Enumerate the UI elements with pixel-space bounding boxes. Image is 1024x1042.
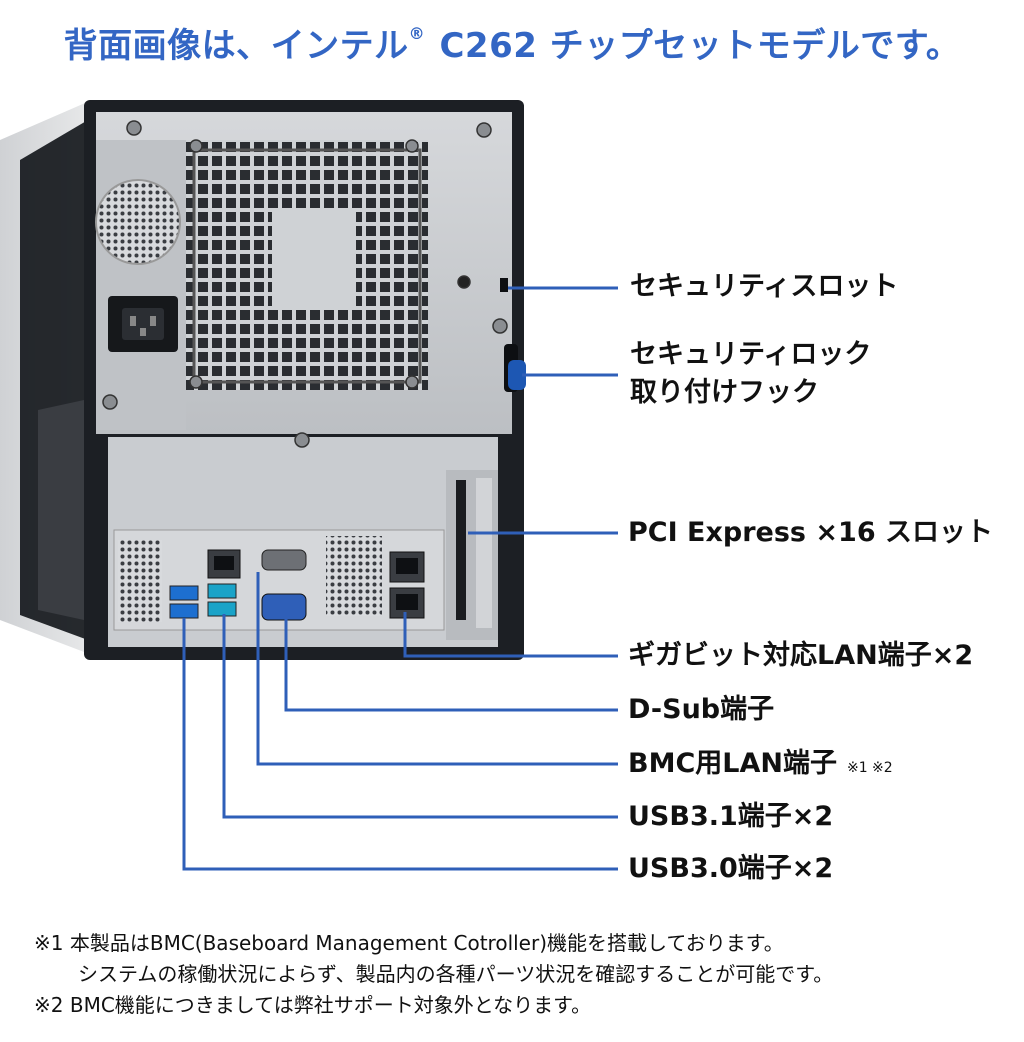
pcie-slot-text: PCI Express ×16 スロット xyxy=(628,517,994,548)
dsub-text: D-Sub端子 xyxy=(628,694,775,725)
leader-bmc-lan xyxy=(256,572,618,766)
footnote-1-mark: ※1 xyxy=(34,931,64,955)
leader-usb31 xyxy=(222,614,618,819)
io-shield xyxy=(113,529,445,631)
psu-area xyxy=(95,140,186,430)
security-lock-text-line1: セキュリティロック xyxy=(630,339,872,370)
registered-mark: ® xyxy=(408,24,426,43)
leader-dsub xyxy=(284,618,618,712)
usb31-text: USB3.1端子×2 xyxy=(628,801,834,832)
footnote-2: ※2 BMC機能につきましては弊社サポート対象外となります。 xyxy=(34,990,833,1021)
label-usb30: USB3.0端子×2 xyxy=(628,850,833,888)
leader-usb30 xyxy=(182,618,618,871)
bmc-lan-text: BMC用LAN端子 xyxy=(628,748,837,779)
label-bmc-lan: BMC用LAN端子 ※1 ※2 xyxy=(628,745,893,787)
page-title: 背面画像は、インテル® C262 チップセットモデルです。 xyxy=(0,18,1024,67)
footnote-1-text: 本製品はBMC(Baseboard Management Cotroller)機… xyxy=(69,931,784,955)
gigabit-lan-text: ギガビット対応LAN端子×2 xyxy=(628,640,974,671)
footnote-1-continued: システムの稼働状況によらず、製品内の各種パーツ状況を確認することが可能です。 xyxy=(34,959,833,990)
chassis-side xyxy=(0,100,92,655)
security-slot-shape xyxy=(500,278,508,292)
label-security-slot: セキュリティスロット xyxy=(630,268,898,306)
label-usb31: USB3.1端子×2 xyxy=(628,798,833,836)
label-security-lock-hook: セキュリティロック 取り付けフック xyxy=(630,336,871,412)
label-dsub: D-Sub端子 xyxy=(628,691,774,729)
footnote-2-mark: ※2 xyxy=(34,993,64,1017)
security-slot-text: セキュリティスロット xyxy=(630,271,899,302)
footnote-1b-text: システムの稼働状況によらず、製品内の各種パーツ状況を確認することが可能です。 xyxy=(78,962,834,986)
label-gigabit-lan: ギガビット対応LAN端子×2 xyxy=(628,637,973,675)
footnote-1: ※1 本製品はBMC(Baseboard Management Cotrolle… xyxy=(34,928,833,959)
label-pcie-slot: PCI Express ×16 スロット xyxy=(628,514,993,552)
title-prefix: 背面画像は、インテル xyxy=(63,26,409,66)
footnote-2-text: BMC機能につきましては弊社サポート対象外となります。 xyxy=(69,993,592,1017)
leader-gigabit-lan xyxy=(403,612,618,658)
title-suffix: C262 チップセットモデルです。 xyxy=(427,26,961,66)
usb30-text: USB3.0端子×2 xyxy=(628,853,834,884)
security-lock-text-line2: 取り付けフック xyxy=(630,377,819,408)
security-lock-hook-shape xyxy=(504,344,526,392)
fan-grill xyxy=(186,140,428,390)
pcie-bracket xyxy=(446,470,498,640)
footnotes: ※1 本製品はBMC(Baseboard Management Cotrolle… xyxy=(34,928,833,1021)
leader-lines xyxy=(182,286,618,871)
screws xyxy=(102,120,508,448)
bmc-lan-note: ※1 ※2 xyxy=(846,760,893,776)
